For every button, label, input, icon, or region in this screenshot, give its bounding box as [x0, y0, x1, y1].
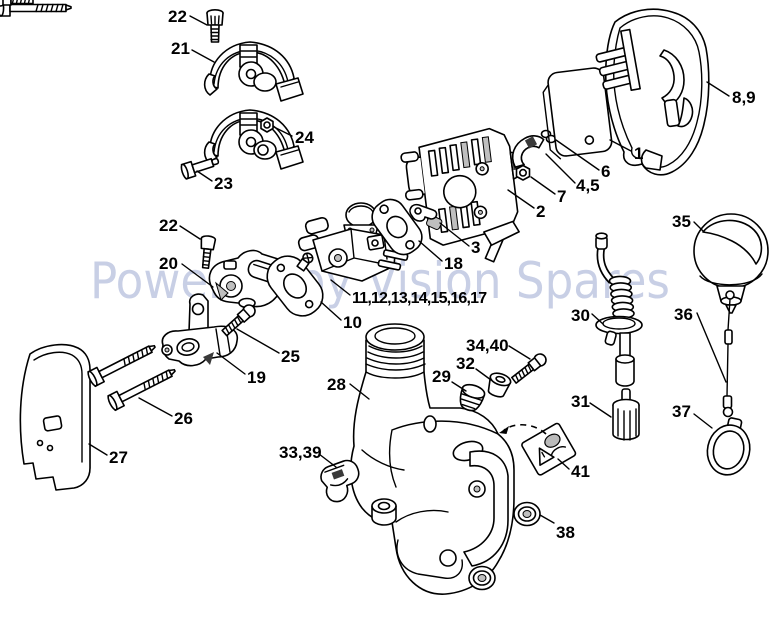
callout-7: 7 — [557, 187, 566, 206]
callout-25: 25 — [281, 347, 300, 366]
collar-nut-7 — [515, 164, 531, 181]
air-filter-cover-8-9 — [595, 8, 710, 176]
callout-20: 20 — [159, 254, 178, 273]
callout-11-17: 11,12,13,14,15,16,17 — [352, 290, 487, 307]
callout-38: 38 — [556, 523, 575, 542]
callout-6: 6 — [601, 162, 610, 181]
callout-18: 18 — [444, 254, 463, 273]
callout-10: 10 — [343, 313, 362, 332]
manifold-gasket-10 — [266, 255, 324, 317]
filter-clamp-4-5 — [511, 135, 545, 168]
callout-41: 41 — [571, 462, 590, 481]
callout-21: 21 — [171, 39, 190, 58]
carburetor-gasket-18 — [371, 198, 423, 256]
callout-28: 28 — [327, 375, 346, 394]
callout-22b: 22 — [159, 216, 178, 235]
air-filter-base-2 — [400, 127, 524, 263]
callout-36: 36 — [674, 305, 693, 324]
callout-32: 32 — [456, 354, 475, 373]
callout-31: 31 — [571, 392, 590, 411]
pan-screw-22 — [200, 235, 217, 270]
callout-22a: 22 — [168, 7, 187, 26]
filter-element-1 — [542, 67, 613, 160]
fuel-filter-31 — [612, 388, 640, 441]
hex-nut-24 — [260, 117, 274, 133]
callout-37: 37 — [672, 402, 691, 421]
callout-29: 29 — [432, 367, 451, 386]
bushing-32 — [487, 372, 512, 398]
tank-screw-34-40 — [509, 350, 550, 386]
callout-24: 24 — [295, 128, 314, 147]
callout-1: 1 — [634, 144, 643, 163]
callout-19: 19 — [247, 368, 266, 387]
hose-clip-33-39 — [320, 459, 360, 503]
leader-lines — [88, 15, 730, 524]
callout-33-39: 33,39 — [279, 443, 322, 462]
callout-8-9: 8,9 — [732, 88, 756, 107]
grommet-left — [371, 498, 397, 526]
callout-30: 30 — [571, 306, 590, 325]
ribbed-plug-29 — [459, 383, 486, 412]
callout-34-40: 34,40 — [466, 336, 509, 355]
grommet-bottom — [468, 565, 496, 591]
engine-pan-20 — [208, 249, 290, 309]
fuel-cap-35 — [693, 213, 769, 314]
choke-lever-3 — [409, 203, 443, 231]
cap-retainer-36 — [722, 290, 735, 418]
callout-4-5: 4,5 — [576, 176, 600, 195]
tank-bolt-26a — [85, 338, 160, 388]
intake-manifold-19 — [161, 293, 239, 367]
clutch-screw-22 — [206, 9, 224, 43]
clutch-washer-hole — [257, 144, 269, 156]
callout-27: 27 — [109, 448, 128, 467]
rotate-arrow — [503, 424, 547, 435]
retainer-loop-37 — [706, 417, 751, 476]
tank-vent-30 — [595, 232, 643, 387]
carburetor-11-17 — [296, 202, 409, 282]
rotate-arrowhead — [499, 426, 509, 434]
hex-bolt-23 — [180, 157, 220, 180]
fuel-tank-28 — [349, 323, 515, 595]
callout-3: 3 — [471, 238, 480, 257]
clutch-assembly-21b — [203, 109, 304, 170]
callout-35: 35 — [672, 212, 691, 231]
callout-26: 26 — [174, 409, 193, 428]
clutch-assembly-21 — [203, 41, 304, 102]
callout-2: 2 — [536, 202, 545, 221]
callout-23: 23 — [214, 174, 233, 193]
mounting-grommet-38 — [513, 501, 541, 527]
tank-bolt-26b — [105, 362, 180, 412]
baffle-plate-27 — [19, 343, 91, 491]
